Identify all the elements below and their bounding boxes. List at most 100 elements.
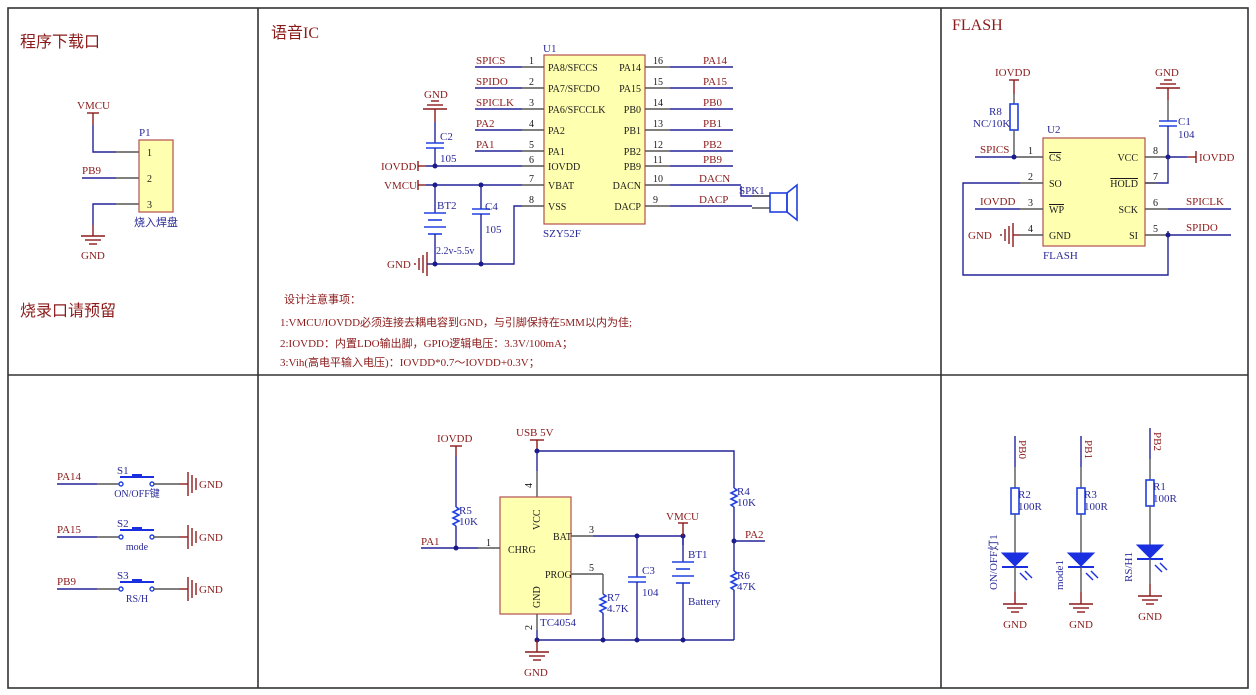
u1-pin-name: PA7/SFCDO <box>548 84 600 95</box>
u1-pin-num: 4 <box>529 119 534 130</box>
connector-ref: P1 <box>139 127 151 139</box>
u1-pin-num: 15 <box>653 77 663 88</box>
connector-pin-2: 2 <box>147 174 152 185</box>
u1-pin-name: VSS <box>548 202 566 213</box>
u1-pin-num: 16 <box>653 56 663 67</box>
u1-pin-name: PA6/SFCCLK <box>548 105 606 116</box>
u1-pin-num: 8 <box>529 195 534 206</box>
r4-value: 10K <box>737 497 756 509</box>
button-net-label: PB9 <box>57 576 76 588</box>
u1-pin-num: 2 <box>529 77 534 88</box>
u2-ref: U2 <box>1047 124 1060 136</box>
tc4054-part: TC4054 <box>540 617 577 629</box>
switch-actuator-knob <box>132 527 142 530</box>
light-emission-arrow <box>1019 572 1028 581</box>
u1-net-label: DACN <box>699 173 730 185</box>
r5-value: 10K <box>459 516 478 528</box>
switch-contact <box>118 586 124 592</box>
led-gnd-label: GND <box>1003 619 1027 631</box>
battery-bt2 <box>424 212 446 235</box>
u1-net-label: SPICLK <box>476 97 514 109</box>
u1-pin-name: VBAT <box>548 181 574 192</box>
speaker-ref: SPK1 <box>739 185 765 197</box>
ic-tc4054 <box>499 496 572 615</box>
c1-value: 104 <box>1178 129 1195 141</box>
c3-value: 104 <box>642 587 659 599</box>
u1-net-label: PB9 <box>703 154 722 166</box>
led-gnd-label: GND <box>1138 611 1162 623</box>
switch-contact <box>149 481 155 487</box>
r7-value: 4.7K <box>607 603 629 615</box>
bt2-ref: BT2 <box>437 200 457 212</box>
u1-pin-name: PA1 <box>548 147 565 158</box>
u1-pin-num: 10 <box>653 174 663 185</box>
light-emission-arrow <box>1090 570 1099 579</box>
connector-desc: 烧入焊盘 <box>134 215 178 229</box>
flash-net-wp: IOVDD <box>980 196 1015 208</box>
r8-iovdd-label: IOVDD <box>995 67 1030 79</box>
light-emission-arrow <box>1085 572 1094 581</box>
u1-pin-num: 7 <box>529 174 534 185</box>
vmcu-label: VMCU <box>384 180 417 192</box>
switch-actuator-knob <box>132 579 142 582</box>
ground-symbol <box>414 252 428 276</box>
flash-gnd-left-label: GND <box>968 230 992 242</box>
u1-net-label: SPICS <box>476 55 505 67</box>
ground-symbol <box>1156 79 1180 100</box>
u1-pin-num: 14 <box>653 98 663 109</box>
resistor-r4 <box>729 487 739 508</box>
speaker-icon <box>769 183 798 222</box>
button-label: ON/OFF键 <box>114 487 160 500</box>
sheet-frame <box>7 7 1249 689</box>
led-net-label: PB0 <box>1016 440 1028 459</box>
led-label: RS/H1 <box>1123 552 1135 582</box>
u1-pin-num: 12 <box>653 140 663 151</box>
section-footer-download: 烧录口请预留 <box>20 302 116 320</box>
connector-pin-3: 3 <box>147 200 152 211</box>
u1-pin-num: 3 <box>529 98 534 109</box>
tc4054-pin-4: 4 <box>524 483 535 488</box>
bt1-ref: BT1 <box>688 549 708 561</box>
u1-right-pins: 16PA14PA1415PA15PA1514PB0PB013PB1PB112PB… <box>613 55 752 213</box>
resistor-r5 <box>451 506 461 527</box>
u2-pin-num: 5 <box>1153 224 1158 235</box>
u1-pin-num: 6 <box>529 155 534 166</box>
u1-net-label: PA2 <box>476 118 495 130</box>
u1-pin-name: PA2 <box>548 126 565 137</box>
charger-gnd-label: GND <box>524 667 548 679</box>
charger-pa1-label: PA1 <box>421 536 440 548</box>
u2-pin-num: 2 <box>1028 172 1033 183</box>
charger-section: USB 5V 4 VCC CHRG BAT PROG GND TC4054 IO… <box>421 427 765 679</box>
battery-bt1 <box>672 561 694 584</box>
led-gnd-label: GND <box>1069 619 1093 631</box>
u2-pin-num: 3 <box>1028 198 1033 209</box>
u2-pin-name: GND <box>1049 231 1071 242</box>
resistor-value: 100R <box>1084 501 1109 513</box>
resistor-value: 100R <box>1153 493 1178 505</box>
tc4054-pin-chrg: CHRG <box>508 545 536 556</box>
c4-value: 105 <box>485 224 502 236</box>
u2-pin-name: SCK <box>1119 205 1139 216</box>
u2-pin-num: 8 <box>1153 146 1158 157</box>
resistor-ref: R1 <box>1153 481 1166 493</box>
charger-iovdd-label: IOVDD <box>437 433 472 445</box>
button-net-label: PA15 <box>57 524 82 536</box>
switch-contact <box>118 481 124 487</box>
button-label: mode <box>126 542 149 553</box>
button-net-label: PA14 <box>57 471 82 483</box>
tc4054-pin-gnd: GND <box>532 586 543 608</box>
tc4054-pin-5: 5 <box>589 563 594 574</box>
led-icon <box>1135 544 1165 559</box>
note-line-3: 3:Vih(高电平输入电压)：IOVDD*0.7～IOVDD+0.3V； <box>280 355 540 369</box>
capacitor-c1 <box>1159 120 1177 127</box>
u1-pin-name: PB0 <box>624 105 641 116</box>
u1-pin-name: DACN <box>613 181 641 192</box>
u1-pin-num: 1 <box>529 56 534 67</box>
led-icon <box>1000 552 1030 567</box>
ground-symbol <box>525 651 549 661</box>
button-gnd-label: GND <box>199 584 223 596</box>
